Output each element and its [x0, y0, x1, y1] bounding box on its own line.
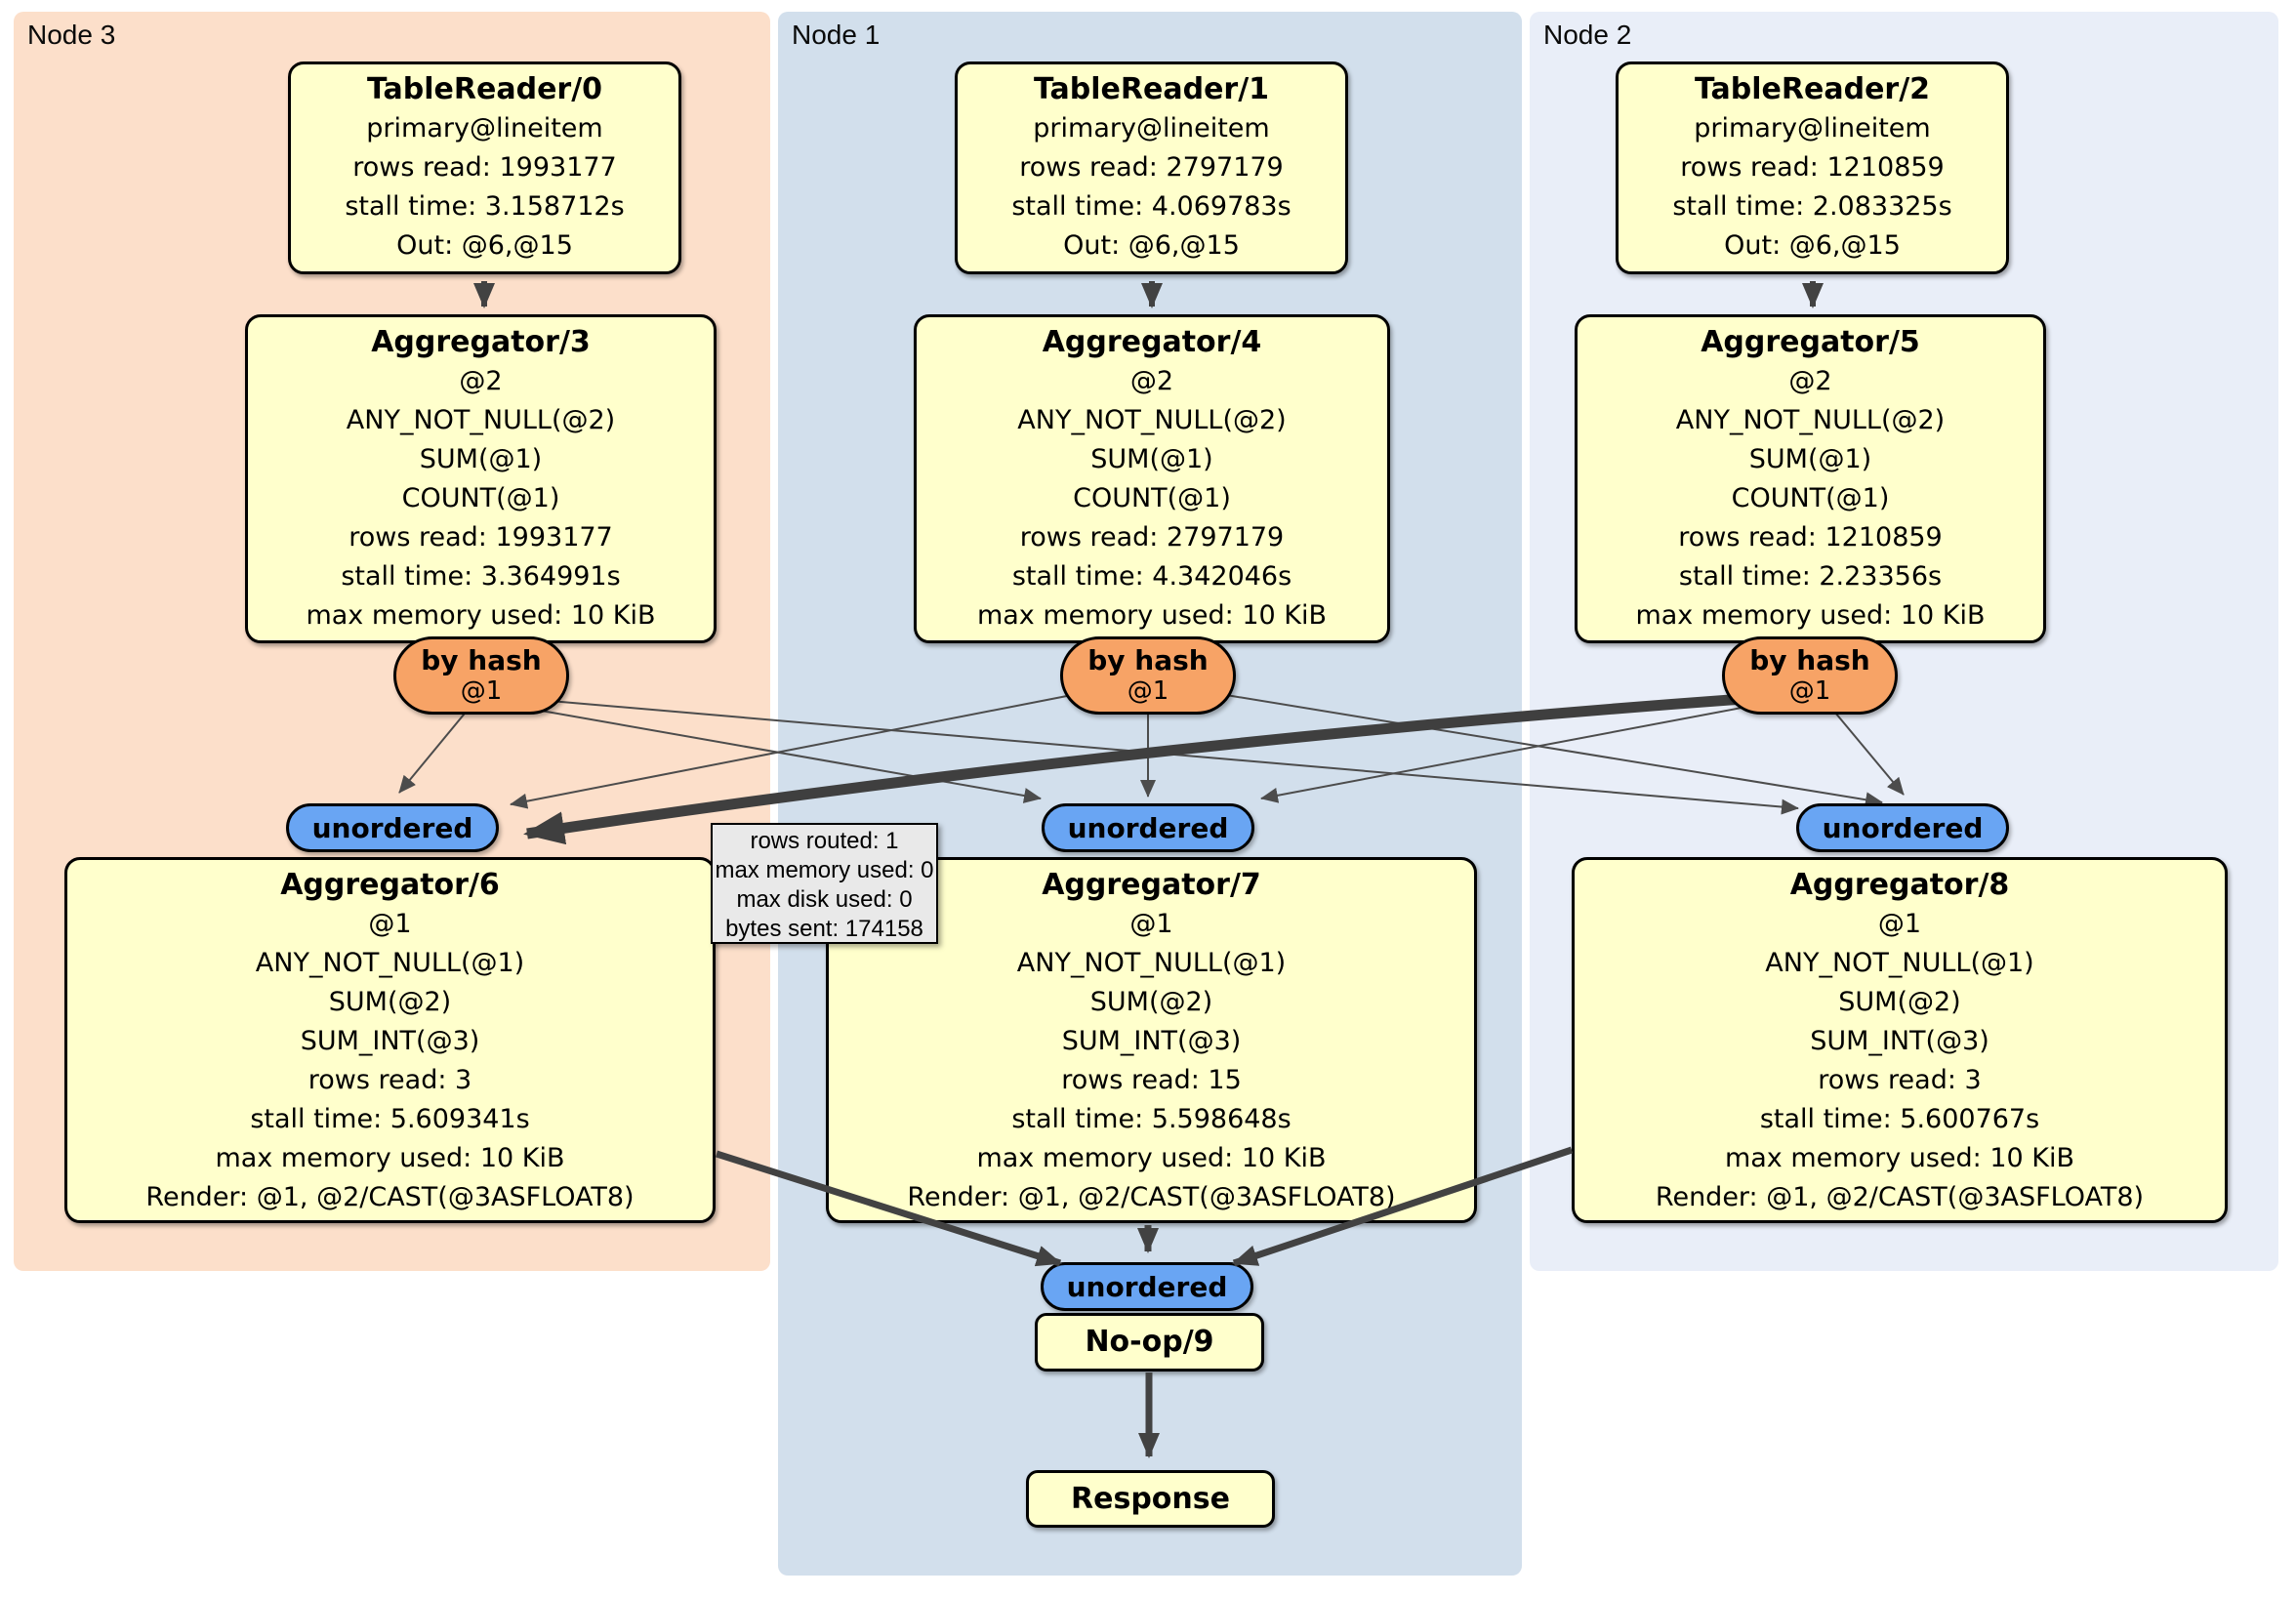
edge-stats-tooltip: rows routed: 1 max memory used: 0 max di… — [711, 823, 938, 944]
sync-unordered-final: unordered — [1041, 1262, 1253, 1311]
edge-byhash2-to-unordered8[interactable] — [1834, 712, 1905, 796]
tooltip-line: bytes sent: 174158 — [725, 916, 923, 942]
region-label-node-3: Node 3 — [27, 20, 116, 50]
processor-title: TableReader/1 — [1033, 72, 1270, 106]
processor-aggregator-8: Aggregator/8 @1 ANY_NOT_NULL(@1) SUM(@2)… — [1572, 857, 2228, 1223]
sync-unordered-node2: unordered — [1796, 803, 2009, 852]
sync-unordered-node3: unordered — [286, 803, 499, 852]
edge-byhash0-to-unordered6[interactable] — [398, 708, 470, 794]
processor-title: Aggregator/6 — [280, 868, 500, 902]
processor-aggregator-3: Aggregator/3 @2 ANY_NOT_NULL(@2) SUM(@1)… — [245, 314, 717, 643]
edge-byhash0-to-unordered7[interactable] — [507, 704, 1042, 803]
edge-byhash1-to-unordered8[interactable] — [1225, 694, 1883, 808]
router-by-hash-node2: by hash @1 — [1722, 636, 1898, 715]
processor-noop-9: No-op/9 — [1035, 1313, 1264, 1372]
edge-byhash2-to-unordered7[interactable] — [1260, 704, 1758, 803]
tooltip-line: rows routed: 1 — [750, 828, 899, 854]
tooltip-line: max disk used: 0 — [736, 886, 913, 913]
processor-title: TableReader/0 — [366, 72, 603, 106]
region-label-node-1: Node 1 — [792, 20, 881, 50]
sync-unordered-node1: unordered — [1042, 803, 1254, 852]
processor-title: Response — [1071, 1481, 1230, 1516]
processor-title: Aggregator/8 — [1789, 868, 2010, 902]
edge-byhash1-to-unordered6[interactable] — [510, 694, 1073, 809]
region-label-node-2: Node 2 — [1543, 20, 1632, 50]
processor-title: Aggregator/7 — [1042, 868, 1261, 902]
processor-title: Aggregator/3 — [371, 325, 591, 359]
tooltip-line: max memory used: 0 — [715, 857, 934, 883]
processor-tablereader-0: TableReader/0 primary@lineitem rows read… — [288, 61, 681, 274]
processor-title: Aggregator/4 — [1042, 325, 1262, 359]
processor-aggregator-4: Aggregator/4 @2 ANY_NOT_NULL(@2) SUM(@1)… — [914, 314, 1390, 643]
processor-title: No-op/9 — [1085, 1325, 1214, 1359]
processor-title: TableReader/2 — [1694, 72, 1931, 106]
processor-response: Response — [1026, 1470, 1275, 1528]
router-by-hash-node1: by hash @1 — [1060, 636, 1236, 715]
processor-tablereader-1: TableReader/1 primary@lineitem rows read… — [955, 61, 1348, 274]
processor-aggregator-5: Aggregator/5 @2 ANY_NOT_NULL(@2) SUM(@1)… — [1575, 314, 2046, 643]
router-by-hash-node3: by hash @1 — [393, 636, 569, 715]
processor-title: Aggregator/5 — [1701, 325, 1920, 359]
edge-byhash2-to-unordered6-heavy[interactable] — [523, 693, 1744, 845]
processor-aggregator-6: Aggregator/6 @1 ANY_NOT_NULL(@1) SUM(@2)… — [64, 857, 716, 1223]
processor-tablereader-2: TableReader/2 primary@lineitem rows read… — [1616, 61, 2009, 274]
